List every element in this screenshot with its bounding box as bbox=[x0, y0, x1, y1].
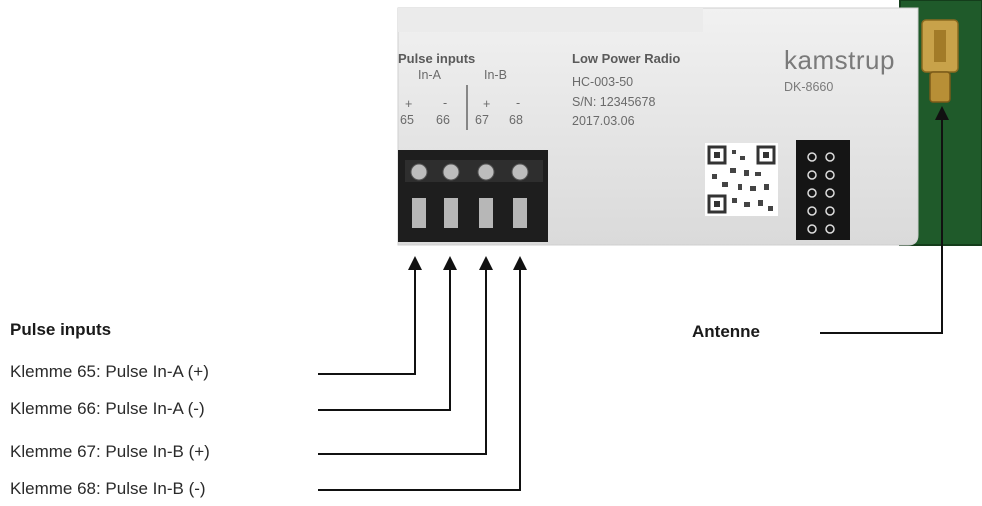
terminal-block bbox=[398, 150, 548, 242]
terminal-slot bbox=[412, 198, 426, 228]
terminal-slot bbox=[513, 198, 527, 228]
pin-header bbox=[796, 140, 850, 240]
module-terminal-65: 65 bbox=[400, 113, 414, 127]
callout-klemme-66: Klemme 66: Pulse In-A (-) bbox=[10, 399, 205, 418]
module-radio-serial: S/N: 12345678 bbox=[572, 95, 656, 109]
terminal-slot bbox=[444, 198, 458, 228]
module-sign-65: + bbox=[405, 97, 413, 111]
arrow-terminal-68 bbox=[318, 256, 527, 491]
module-sign-68: - bbox=[516, 96, 521, 110]
arrow-terminal-67 bbox=[318, 256, 493, 455]
terminal-screw bbox=[410, 163, 428, 181]
module-terminal-67: 67 bbox=[475, 113, 489, 127]
module-pulse-inputs-heading: Pulse inputs bbox=[398, 51, 476, 66]
arrow-antenna bbox=[820, 106, 949, 334]
terminal-screw bbox=[477, 163, 495, 181]
brand-location: DK-8660 bbox=[784, 80, 834, 94]
antenna-callout-label: Antenne bbox=[692, 322, 760, 341]
arrow-terminal-66 bbox=[318, 256, 457, 411]
module-terminal-68: 68 bbox=[509, 113, 523, 127]
module-in-a-label: In-A bbox=[418, 68, 441, 82]
brand-logo: kamstrup bbox=[784, 45, 895, 75]
qr-code bbox=[705, 143, 778, 216]
module-radio-model: HC-003-50 bbox=[572, 75, 634, 89]
module-sign-67: + bbox=[483, 97, 491, 111]
terminal-screw bbox=[511, 163, 529, 181]
module-radio-heading: Low Power Radio bbox=[572, 51, 681, 66]
module-terminal-66: 66 bbox=[436, 113, 450, 127]
arrow-terminal-65 bbox=[318, 256, 422, 375]
module-in-b-label: In-B bbox=[484, 68, 507, 82]
pulse-inputs-callout-heading: Pulse inputs bbox=[10, 320, 112, 339]
terminal-screw bbox=[442, 163, 460, 181]
callout-klemme-68: Klemme 68: Pulse In-B (-) bbox=[10, 479, 206, 498]
module-sign-66: - bbox=[443, 96, 448, 110]
antenna-connector bbox=[921, 19, 959, 103]
module-radio-date: 2017.03.06 bbox=[572, 114, 635, 128]
terminal-slot bbox=[479, 198, 493, 228]
callout-klemme-67: Klemme 67: Pulse In-B (+) bbox=[10, 442, 210, 461]
module-top-ridge bbox=[398, 8, 703, 32]
callout-klemme-65: Klemme 65: Pulse In-A (+) bbox=[10, 362, 209, 381]
